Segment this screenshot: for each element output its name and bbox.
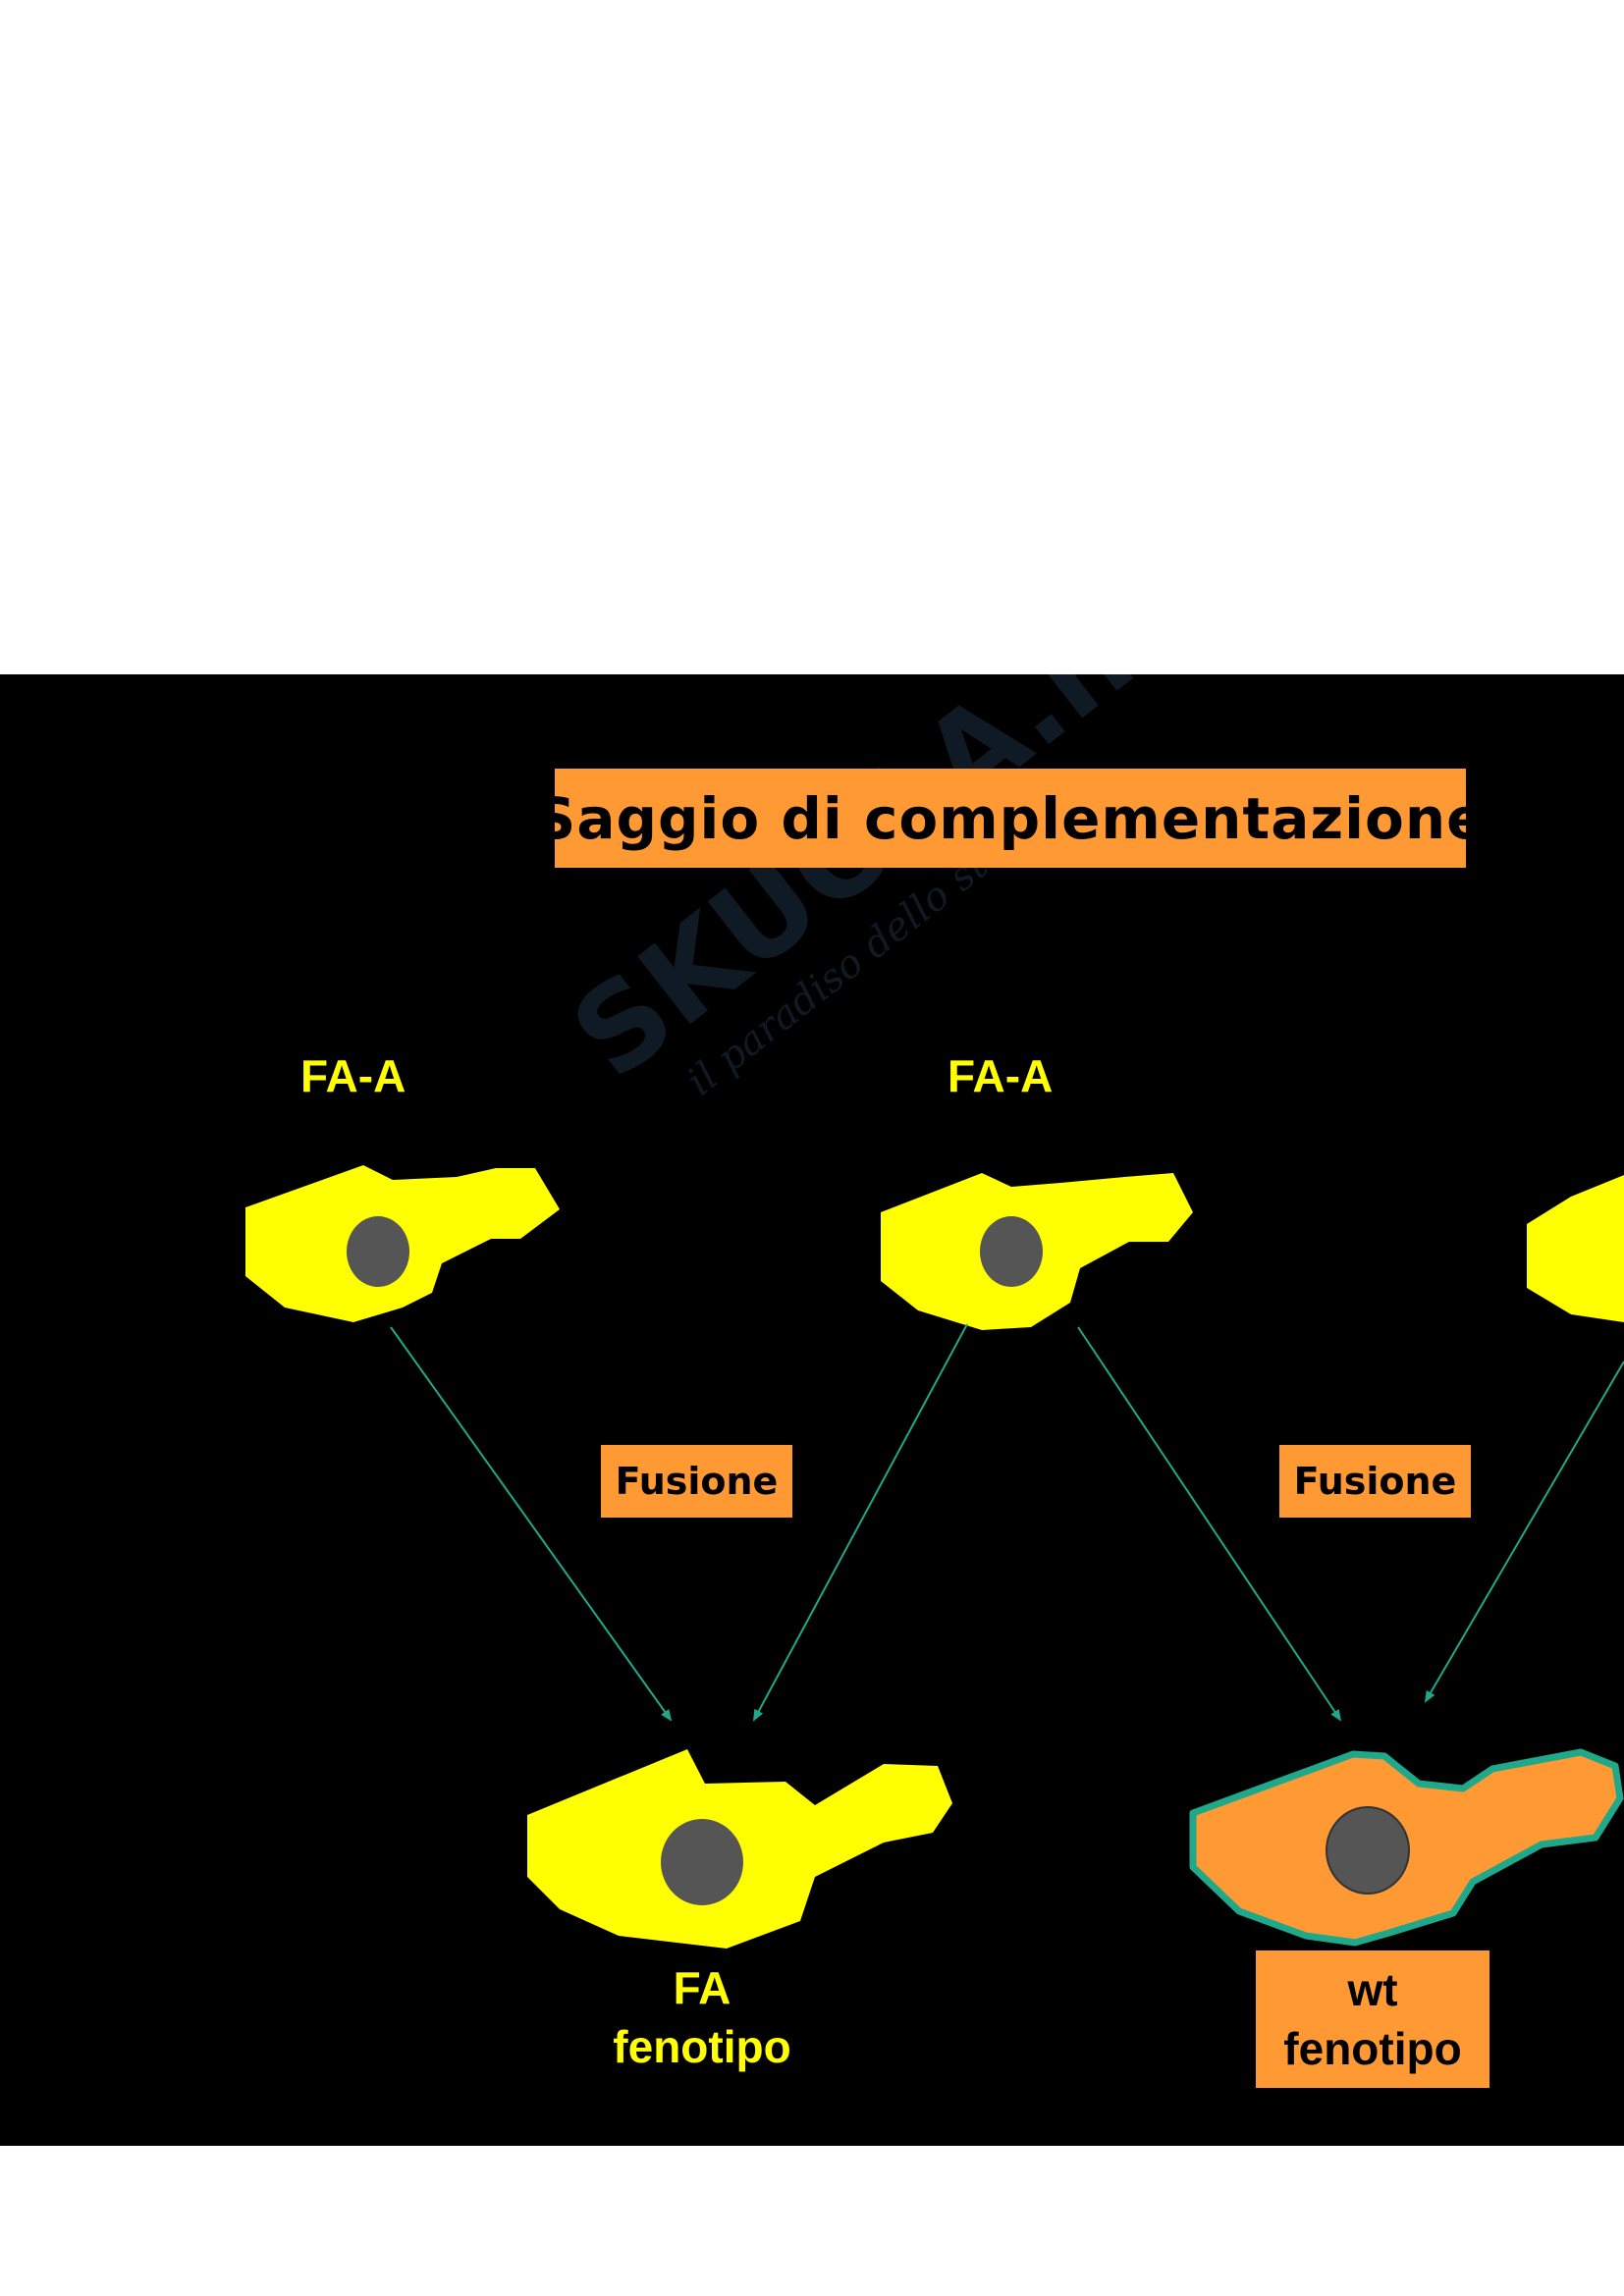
cell-wt-hybrid [1189, 1748, 1624, 1947]
cell-fa-a-left [245, 1165, 560, 1322]
fusion-label-left: Fusione [601, 1445, 792, 1518]
nucleus [661, 1819, 743, 1905]
nucleus [347, 1216, 409, 1287]
nucleus [980, 1216, 1043, 1287]
slide: SKUOLA.net il paradiso dello studente Sa… [0, 674, 1624, 2146]
cell-partial-right [1527, 1175, 1624, 1322]
fusion-text: Fusione [615, 1460, 779, 1503]
fusion-label-right: Fusione [1279, 1445, 1471, 1518]
result-wt-line1: wt [1347, 1964, 1398, 2015]
result-fa-line1: FA [673, 1962, 731, 2013]
diagram-canvas [245, 1165, 1624, 1949]
result-label-wt: wt fenotipo [1256, 1950, 1489, 2088]
cell-body [1527, 1175, 1624, 1322]
cell-fa-hybrid [527, 1749, 952, 1949]
arrow-cell3-to-wt [1424, 1361, 1624, 1703]
slide-title: Saggio di complementazione [534, 784, 1487, 852]
fusion-arrows [390, 1323, 1624, 1722]
cell-fa-a-middle [881, 1173, 1193, 1330]
fusion-text: Fusione [1293, 1460, 1457, 1503]
arrow-cell1-to-fa [390, 1326, 673, 1722]
arrow-cell2-to-wt [1077, 1326, 1342, 1722]
result-fa-line2: fenotipo [613, 2021, 791, 2072]
cell-label-middle: FA-A [947, 1050, 1054, 1101]
result-label-fa: FA fenotipo [574, 1958, 830, 2076]
nucleus [1326, 1806, 1410, 1895]
cell-label-left: FA-A [300, 1050, 406, 1101]
arrow-cell2-to-fa [753, 1323, 968, 1722]
title-box: Saggio di complementazione [535, 769, 1485, 868]
result-wt-line2: fenotipo [1283, 2023, 1462, 2074]
